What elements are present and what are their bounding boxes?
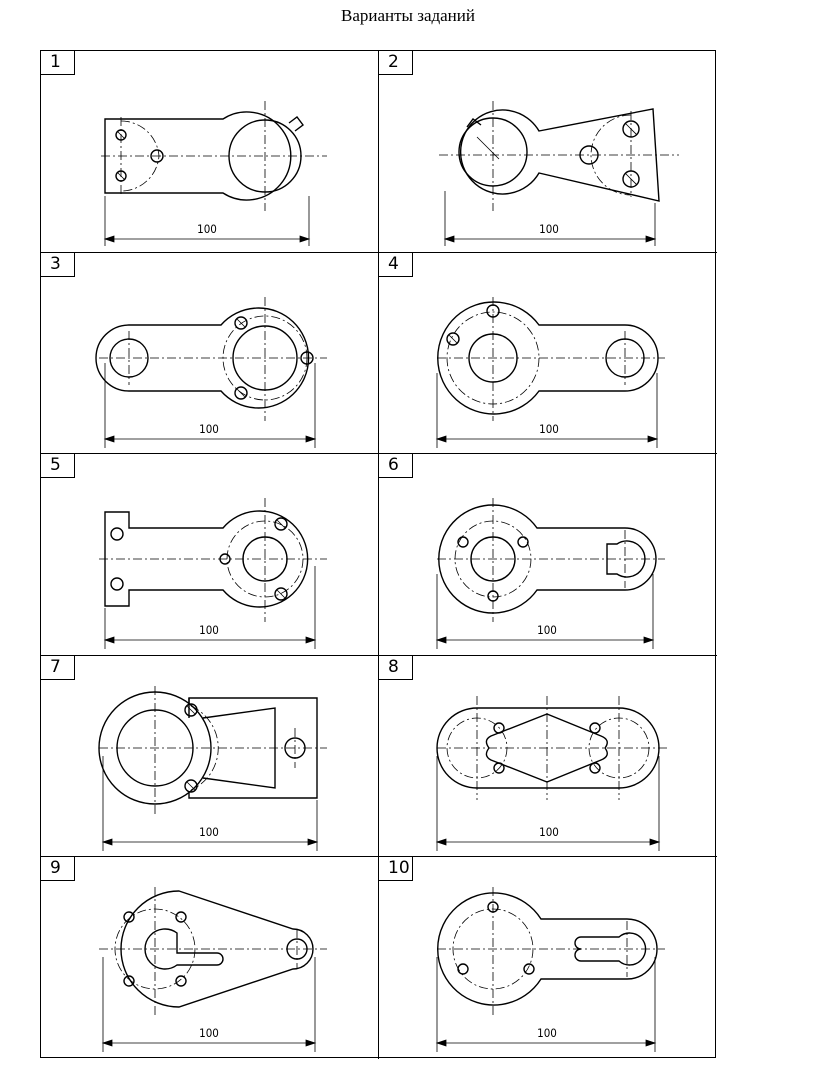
part-drawing-6: 100: [435, 498, 665, 650]
part-drawing-3: 100: [95, 296, 327, 448]
dimension-label: 100: [539, 422, 559, 436]
dimension-label: 100: [199, 422, 219, 436]
part-drawing-7: 100: [98, 685, 327, 851]
variant-number: 3: [41, 252, 75, 277]
variant-number: 10: [379, 857, 413, 882]
dimension-label: 100: [537, 1026, 557, 1040]
part-drawing-10: 100: [435, 887, 665, 1053]
part-drawing-1: 100: [101, 101, 327, 246]
part-drawing-5: 100: [99, 498, 327, 650]
variant-cell-1: 1 100: [41, 51, 379, 253]
variant-number: 8: [379, 655, 413, 680]
dimension-label: 100: [199, 1026, 219, 1040]
variant-cell-10: 10 100: [379, 857, 717, 1059]
part-drawing-8: 100: [435, 695, 669, 851]
part-drawing-4: 100: [435, 296, 665, 448]
part-drawing-2: 100: [439, 101, 679, 246]
dimension-label: 100: [539, 825, 559, 839]
variant-cell-7: 7 100: [41, 655, 379, 858]
dimension-label: 100: [199, 825, 219, 839]
variant-number: 4: [379, 252, 413, 277]
dimension-label: 100: [539, 222, 559, 236]
variant-cell-8: 8 100: [379, 655, 717, 858]
variant-cell-5: 5 100: [41, 454, 379, 656]
dimension-label: 100: [199, 623, 219, 637]
part-drawing-9: 100: [99, 887, 327, 1053]
variant-number: 6: [379, 454, 413, 479]
dimension-label: 100: [537, 623, 557, 637]
variant-number: 7: [41, 655, 75, 680]
variant-number: 2: [379, 51, 413, 75]
variant-cell-3: 3 100: [41, 252, 379, 455]
variant-cell-9: 9 100: [41, 857, 379, 1059]
variant-number: 9: [41, 857, 75, 882]
variant-cell-4: 4 100: [379, 252, 717, 455]
variants-grid: 1 100 2: [40, 50, 717, 1059]
dimension-label: 100: [197, 222, 217, 236]
variant-cell-2: 2 100: [379, 51, 717, 253]
variant-cell-6: 6 100: [379, 454, 717, 656]
variant-number: 1: [41, 51, 75, 75]
variant-number: 5: [41, 454, 75, 479]
page-title: Варианты заданий: [341, 6, 475, 25]
